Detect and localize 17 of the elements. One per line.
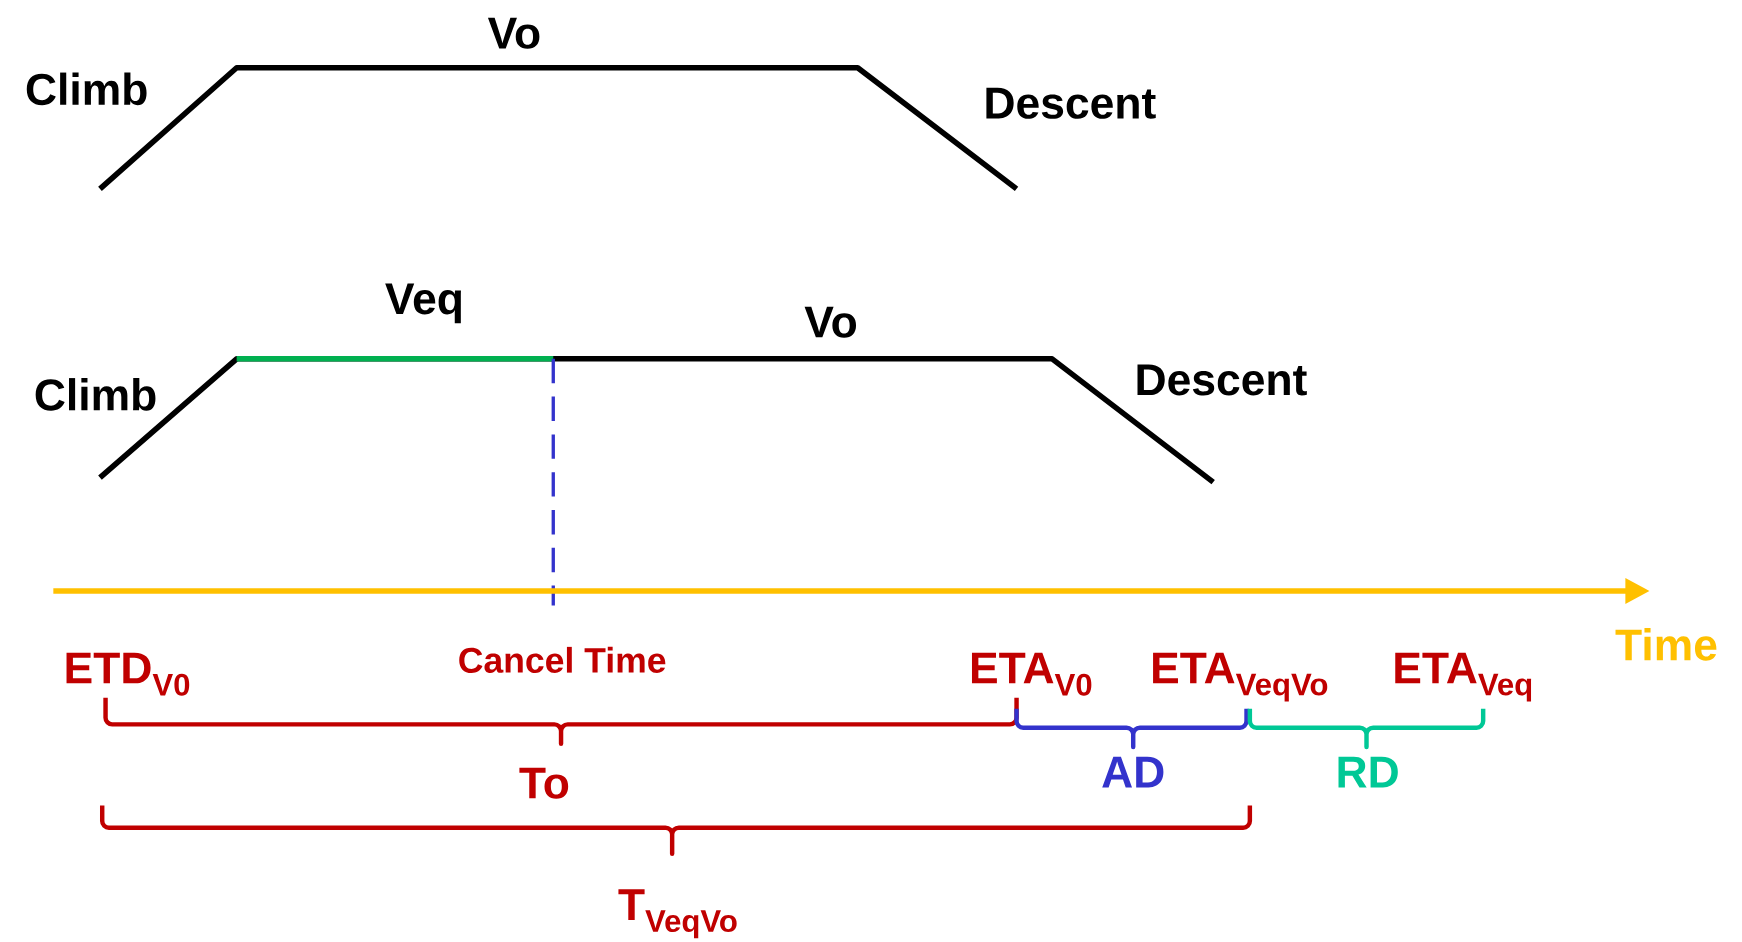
time-point-label: ETA$_{VeqVo}$ [1153,652,1328,702]
segment-label: Vo [487,17,540,49]
phase-label: Climb [26,72,147,106]
interval-label: To [519,767,569,799]
time-point-label: ETD$_{V0}$ [66,652,190,696]
segment-label: Vo [804,306,857,338]
phase-label: Descent [1137,364,1307,396]
phase-label: Climb [35,378,156,411]
interval-label: T$_{VeqVo}$ [618,889,737,939]
interval-label: RD [1338,756,1398,788]
axis-label: Time [1615,628,1717,661]
time-point-label: ETA$_{V0}$ [972,652,1092,696]
phase-label: Descent [986,87,1156,119]
time-point-label: Cancel Time [459,646,666,673]
interval-label: AD [1102,756,1164,788]
segment-label: Veq [385,283,461,324]
time-point-label: ETA$_{Veq}$ [1395,652,1532,702]
